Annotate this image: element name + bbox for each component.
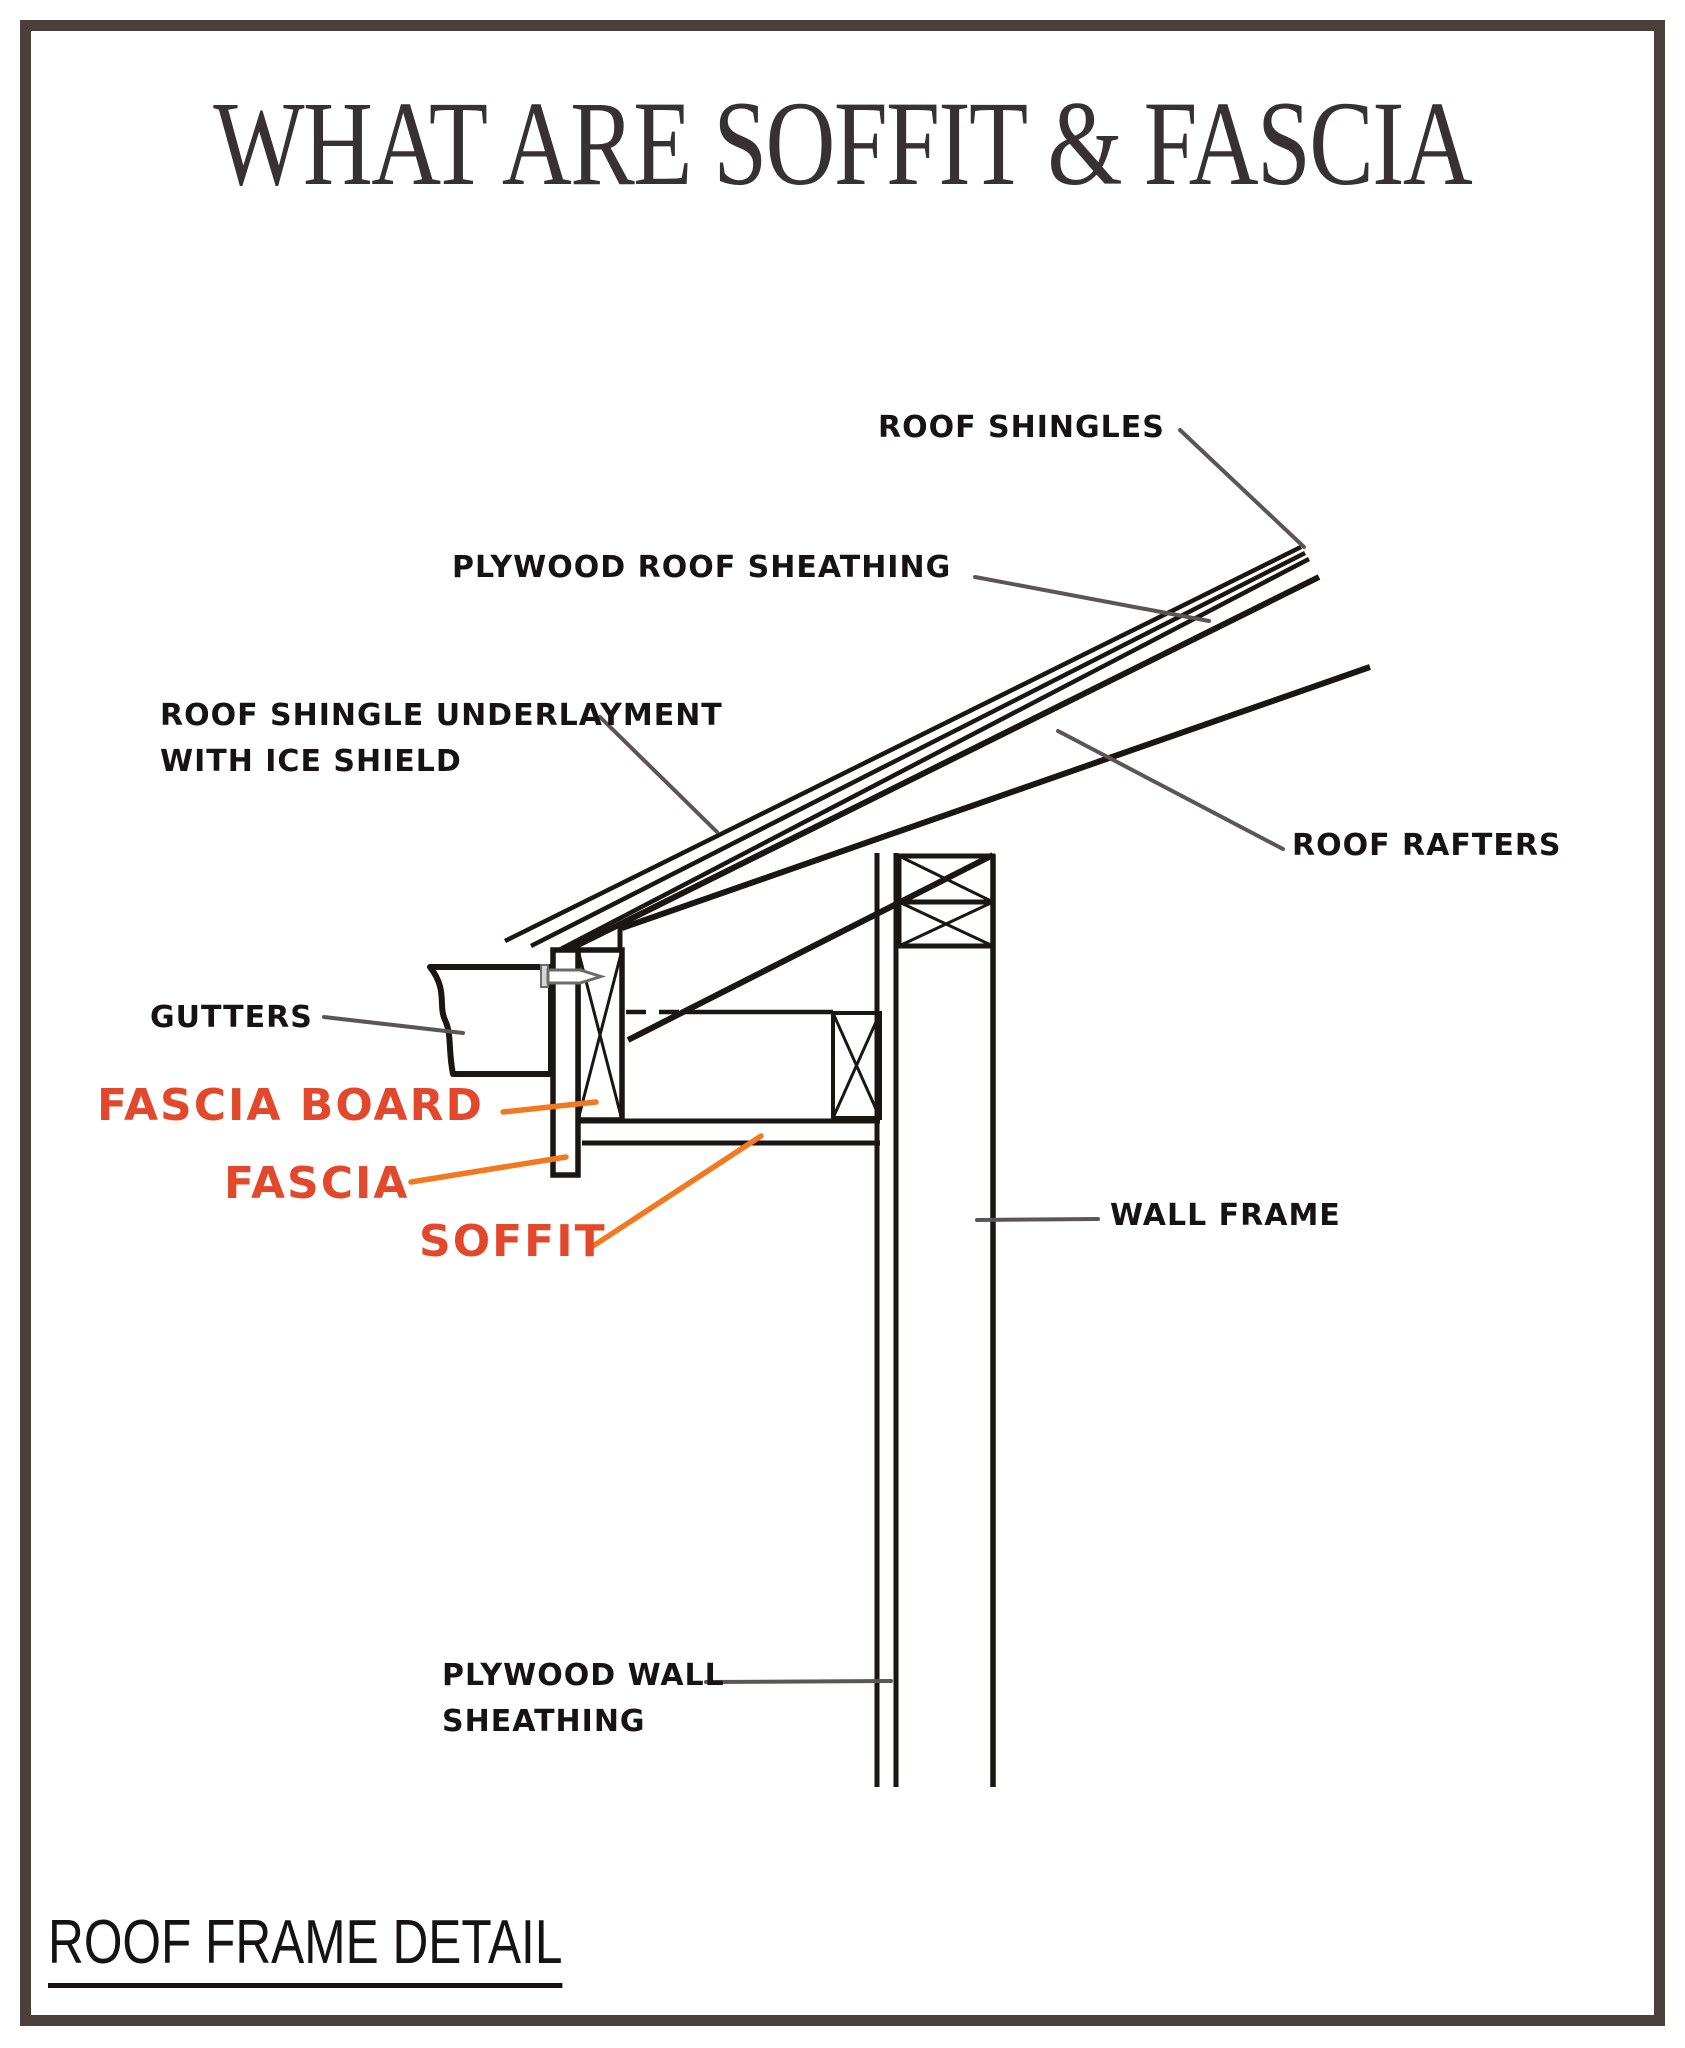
nail-icon [540, 964, 607, 988]
gutter-shape [427, 964, 554, 1077]
page-title-row: WHAT ARE SOFFIT & FASCIA [0, 84, 1685, 205]
soffit-assembly [578, 1009, 882, 1146]
label-wall-frame: WALL FRAME [1110, 1198, 1341, 1233]
label-plywood-wall-line1: PLYWOOD WALL [442, 1658, 725, 1693]
leader-fascia-board [500, 1099, 599, 1115]
diagram-caption: ROOF FRAME DETAIL [48, 1912, 563, 1988]
rafter-top-line [621, 664, 1371, 931]
fascia-assembly [550, 947, 625, 1178]
leader-gutters [322, 1015, 465, 1035]
leader-roof-shingles [1178, 428, 1306, 549]
label-plywood-wall-line2: SHEATHING [442, 1704, 646, 1739]
label-underlayment-line2: WITH ICE SHIELD [160, 744, 462, 779]
label-plywood-roof-sheathing: PLYWOOD ROOF SHEATHING [452, 550, 952, 585]
label-fascia-board: FASCIA BOARD [97, 1080, 484, 1131]
page-title: WHAT ARE SOFFIT & FASCIA [213, 77, 1474, 211]
leader-soffit [587, 1133, 764, 1251]
leader-wall-frame [975, 1217, 1100, 1222]
label-roof-shingles: ROOF SHINGLES [878, 410, 1165, 445]
leader-fascia [408, 1154, 569, 1185]
top-plate-lower-x-2 [898, 900, 994, 948]
label-plywood-wall-sheathing: PLYWOOD WALL SHEATHING [442, 1653, 725, 1745]
nail-shaft [546, 968, 607, 985]
blocking-x-diagonal-2 [576, 949, 624, 1121]
top-plate-upper-x-2 [898, 854, 994, 904]
sheathing-line [566, 574, 1321, 953]
leader-lines-gray [322, 428, 1306, 1684]
roof-sheathing-and-rafter-lines [566, 574, 1371, 1043]
top-plate-lower [896, 899, 996, 949]
label-underlayment-line1: ROOF SHINGLE UNDERLAYMENT [160, 698, 723, 733]
wall-blocking-x-2 [831, 1012, 882, 1119]
label-soffit: SOFFIT [419, 1216, 607, 1267]
leader-roof-rafters [1056, 729, 1285, 851]
leader-underlayment [598, 715, 719, 834]
fascia-board-shape [550, 947, 581, 1178]
label-roof-rafters: ROOF RAFTERS [1292, 828, 1562, 863]
wall-frame-lines [874, 853, 996, 1787]
label-gutters: GUTTERS [150, 1000, 313, 1035]
label-underlayment: ROOF SHINGLE UNDERLAYMENT WITH ICE SHIEL… [160, 693, 723, 785]
caption-row: ROOF FRAME DETAIL [48, 1912, 691, 1988]
leader-lines-orange [408, 1099, 764, 1251]
leader-plywood-wall-sheathing [704, 1679, 893, 1684]
shingle-line-2 [529, 550, 1307, 949]
leader-plywood-roof-sheathing [973, 575, 1211, 623]
shingle-line-3 [555, 557, 1311, 953]
label-fascia: FASCIA [224, 1158, 410, 1209]
